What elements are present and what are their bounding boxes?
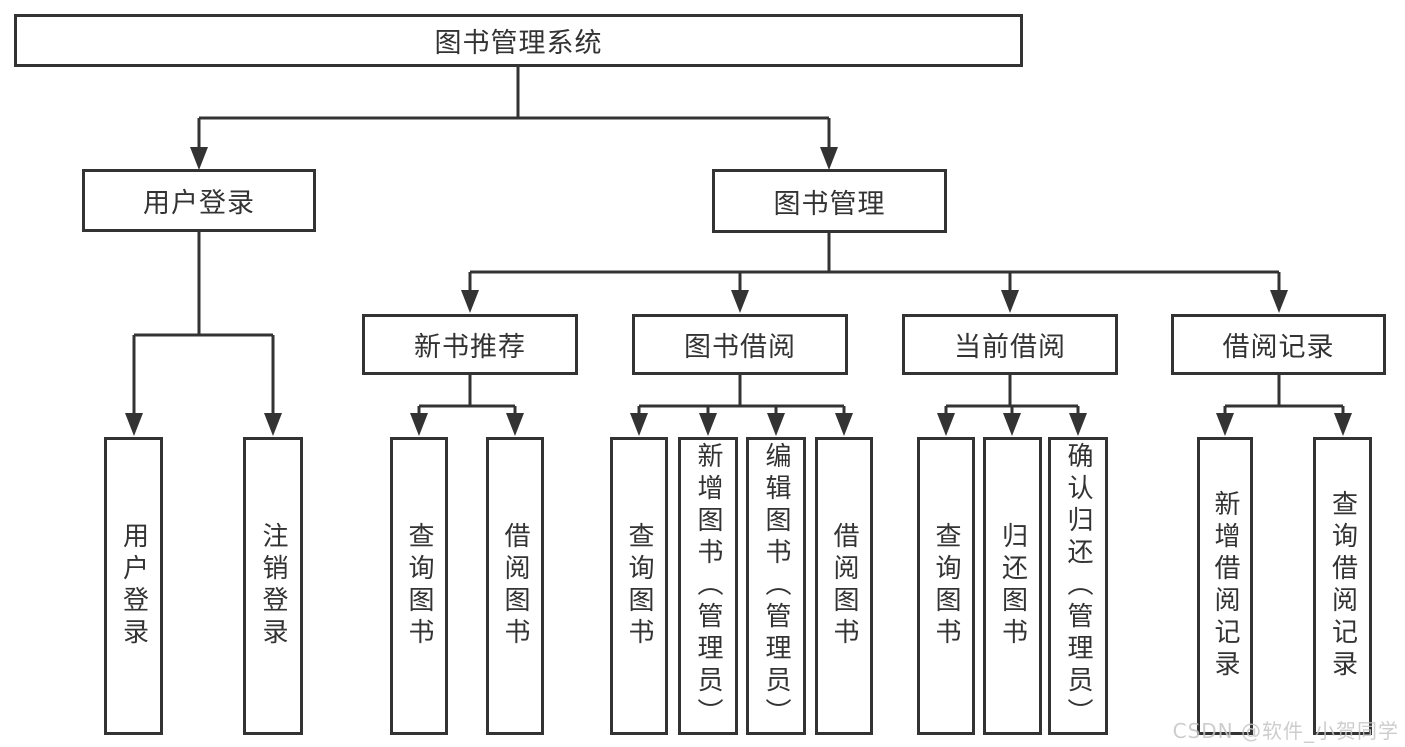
leaf-borrow-books-borrowing: 借阅图书 (815, 437, 873, 735)
connector-current-borrow-children (944, 375, 1080, 418)
leaf-query-books-borrowing-label: 查询图书 (624, 522, 654, 650)
leaf-add-borrow-record-label: 新增借阅记录 (1210, 490, 1240, 682)
leaf-return-books-label: 归还图书 (997, 522, 1028, 650)
node-new-book-recommend: 新书推荐 (362, 314, 578, 375)
node-library-system: 图书管理系统 (14, 14, 1023, 67)
leaf-confirm-return-admin-label: 确认归还（管理员） (1063, 442, 1093, 730)
leaf-user-login: 用户登录 (104, 437, 163, 735)
leaf-user-login-label: 用户登录 (118, 522, 149, 650)
leaf-query-books-recommend: 查询图书 (390, 437, 448, 735)
leaf-query-books-recommend-label: 查询图书 (404, 522, 434, 650)
node-user-login: 用户登录 (82, 169, 316, 232)
leaf-add-borrow-record: 新增借阅记录 (1197, 437, 1253, 735)
leaf-logout-login-label: 注销登录 (258, 522, 288, 650)
node-book-borrowing: 图书借阅 (632, 314, 848, 375)
leaf-query-books-current-label: 查询图书 (931, 522, 961, 650)
leaf-borrow-books-recommend-label: 借阅图书 (500, 522, 530, 650)
leaf-confirm-return-admin: 确认归还（管理员） (1048, 437, 1108, 735)
leaf-borrow-books-recommend: 借阅图书 (486, 437, 544, 735)
leaf-logout-login: 注销登录 (243, 437, 303, 735)
node-borrowing-records: 借阅记录 (1171, 314, 1386, 375)
leaf-query-borrow-record-label: 查询借阅记录 (1327, 490, 1358, 682)
leaf-edit-books-admin: 编辑图书（管理员） (746, 437, 806, 735)
arrowheads (125, 147, 1352, 436)
connector-book-management-children (468, 233, 1281, 295)
watermark: CSDN @软件_小贺同学 (1172, 719, 1399, 743)
leaf-query-borrow-record: 查询借阅记录 (1313, 437, 1372, 735)
node-current-borrowing: 当前借阅 (902, 314, 1118, 375)
leaf-query-books-current: 查询图书 (917, 437, 975, 735)
leaf-add-books-admin-label: 新增图书（管理员） (693, 442, 723, 730)
leaf-query-books-borrowing: 查询图书 (610, 437, 668, 735)
connector-new-book-children (417, 375, 517, 418)
connector-user-login-children (132, 232, 275, 418)
connector-book-borrow-children (637, 375, 846, 418)
leaf-return-books: 归还图书 (983, 437, 1042, 735)
connector-borrow-record-children (1223, 375, 1345, 418)
node-book-management: 图书管理 (712, 169, 947, 233)
leaf-add-books-admin: 新增图书（管理员） (678, 437, 738, 735)
leaf-borrow-books-borrowing-label: 借阅图书 (829, 522, 859, 650)
connector-root-to-level2 (197, 66, 831, 152)
leaf-edit-books-admin-label: 编辑图书（管理员） (761, 442, 791, 730)
